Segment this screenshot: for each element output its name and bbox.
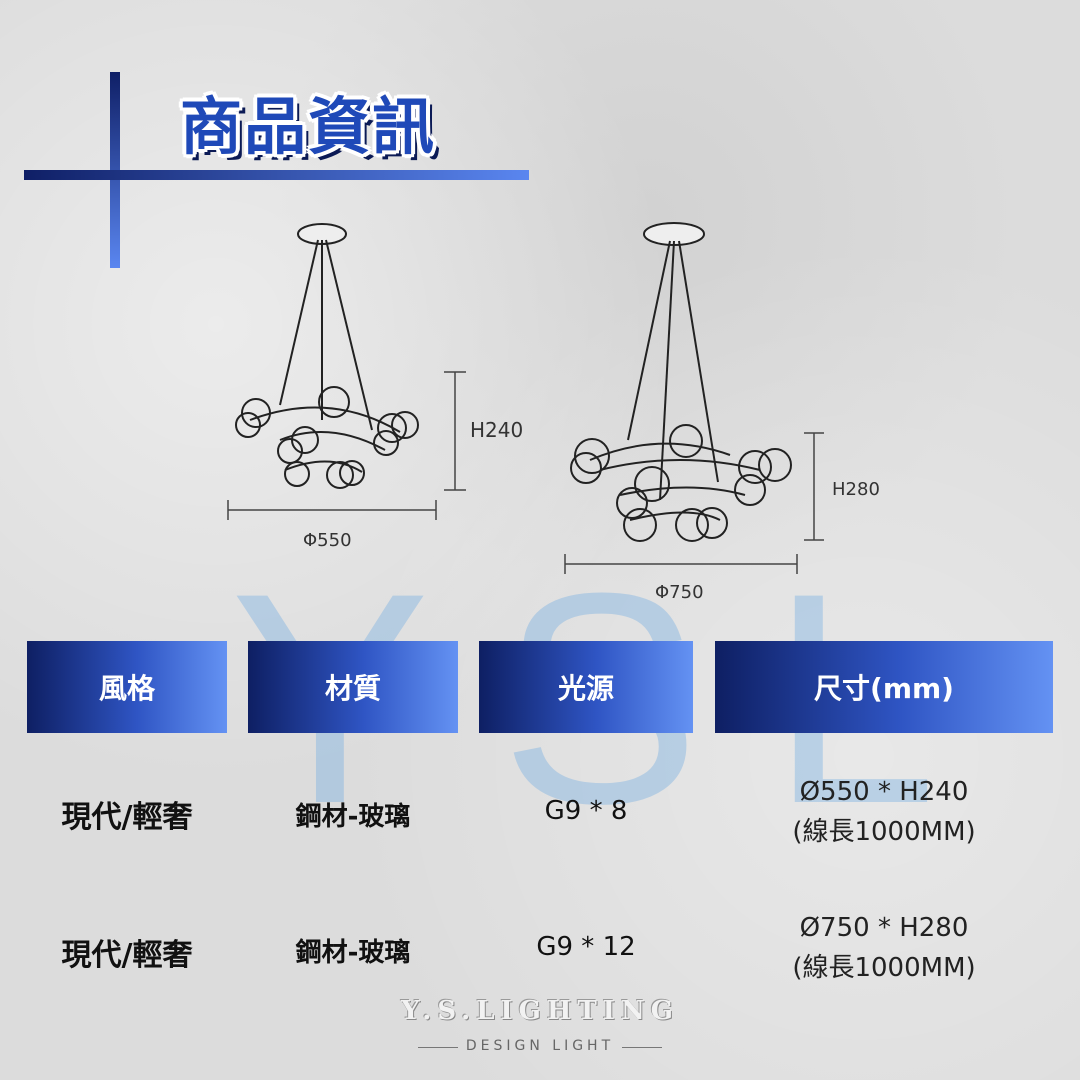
small-diameter-label: Φ550: [303, 530, 352, 551]
row1-wire-length: (線長1000MM): [792, 817, 976, 847]
row1-style: 現代/輕奢: [61, 800, 193, 835]
product-drawings: H240 Φ550 H280 Φ750: [227, 222, 880, 603]
row1-light-source: G9 * 8: [544, 796, 628, 826]
header-light-source: 光源: [479, 641, 693, 733]
small-lamp-drawing: [235, 223, 419, 489]
row1-size-dimensions: Ø550 * H240: [799, 777, 969, 807]
header-size: 尺寸(mm): [715, 641, 1053, 733]
row2-size-dimensions: Ø750 * H280: [799, 913, 969, 943]
row1-material: 鋼材-玻璃: [295, 802, 411, 832]
row2-wire-length: (線長1000MM): [792, 953, 976, 983]
large-lamp-drawing: [570, 222, 792, 542]
brand-logo-text: Y.S.LIGHTING: [401, 996, 679, 1026]
tagline-rule-left: [418, 1047, 458, 1048]
tagline-rule-right: [622, 1047, 662, 1048]
brand-tagline: DESIGN LIGHT: [465, 1038, 615, 1054]
header-horizontal-bar: [24, 170, 529, 180]
row2-size: Ø750 * H280 (線長1000MM): [715, 908, 1053, 988]
row2-light-source: G9 * 12: [536, 932, 636, 962]
header-style: 風格: [27, 641, 227, 733]
row2-material: 鋼材-玻璃: [295, 938, 411, 968]
row1-size: Ø550 * H240 (線長1000MM): [715, 772, 1053, 852]
large-height-label: H280: [832, 479, 880, 500]
small-height-label: H240: [470, 418, 523, 442]
large-lamp-dimensions: [564, 432, 824, 574]
header-material: 材質: [248, 641, 458, 733]
small-lamp-dimensions: [227, 371, 466, 520]
page-title: 商品資訊: [180, 90, 437, 163]
large-diameter-label: Φ750: [655, 582, 704, 603]
row2-style: 現代/輕奢: [61, 938, 193, 973]
